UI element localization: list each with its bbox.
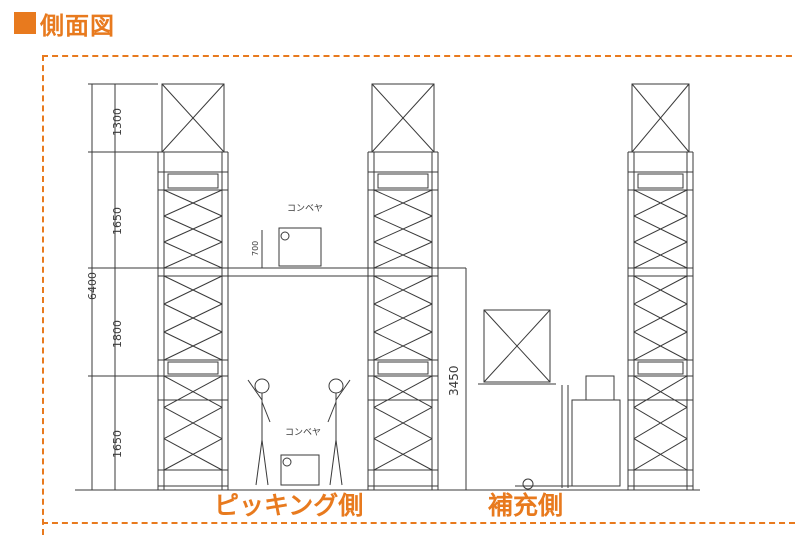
rack-2-brace-2-0b — [373, 375, 433, 408]
dim-seg-1: 1300 — [111, 108, 124, 136]
rack-2-pallet-1 — [377, 361, 429, 375]
forklift-body — [571, 399, 621, 487]
worker-right-arm-up — [335, 379, 351, 401]
worker-left-arm-up — [247, 379, 263, 401]
conveyor-label-lower: コンベヤ — [285, 428, 321, 438]
conveyor-label-upper: コンベヤ — [287, 204, 323, 214]
worker-left-leg-1 — [255, 439, 263, 486]
rack-1-pallet-0 — [167, 173, 219, 189]
rack-3-brace-2-2b — [633, 438, 688, 471]
rack-2-pallet-0 — [377, 173, 429, 189]
worker-left-leg-2 — [261, 439, 269, 486]
forklift-cabin — [585, 375, 615, 401]
rack-3-pallet-0 — [637, 173, 684, 189]
rack-3-brace-0-0b — [633, 189, 688, 217]
dim-total: 6400 — [86, 272, 99, 300]
upper-conveyor — [278, 227, 322, 267]
rack-3-brace-0-2b — [633, 241, 688, 269]
dim-seg-2: 1650 — [111, 207, 124, 235]
rack-3-brace-2-1b — [633, 406, 688, 440]
dim-clearance: 3450 — [447, 365, 461, 396]
worker-right-leg-1 — [329, 439, 337, 486]
dim-conveyor-height: 700 — [251, 241, 260, 256]
rack-1-brace-2-1b — [163, 406, 223, 440]
rack-1-brace-2-2b — [163, 438, 223, 471]
lower-conveyor-roller — [282, 457, 292, 467]
rack-1-brace-2-0b — [163, 375, 223, 408]
worker-right-leg-2 — [335, 439, 343, 486]
rack-1-top-pallet-x2 — [161, 83, 225, 153]
rack-2-top-pallet-x2 — [371, 83, 435, 153]
forklift-wheel — [522, 478, 534, 490]
rack-3-brace-1-1b — [633, 303, 688, 333]
picking-side-label: ピッキング側 — [214, 491, 364, 520]
page-heading: 側面図 — [0, 6, 115, 40]
worker-left-arm-down — [261, 401, 271, 423]
rack-2-brace-1-1b — [373, 303, 433, 333]
drawing-frame-bottom — [42, 522, 795, 524]
rack-1-brace-0-1b — [163, 215, 223, 243]
rack-3-brace-2-0b — [633, 375, 688, 408]
worker-right-arm-down — [327, 401, 337, 423]
rack-2-brace-0-2b — [373, 241, 433, 269]
rack-1-brace-1-1b — [163, 303, 223, 333]
rack-2-brace-2-1b — [373, 406, 433, 440]
rack-3-top-pallet-x2 — [631, 83, 690, 153]
rack-3-brace-0-1b — [633, 215, 688, 243]
rack-1-brace-1-0b — [163, 275, 223, 305]
worker-left-head — [254, 378, 270, 394]
worker-right-head — [328, 378, 344, 394]
rack-2-brace-0-0b — [373, 189, 433, 217]
rack-2-brace-1-2b — [373, 331, 433, 361]
forklift-pallet — [483, 309, 551, 383]
rack-1-brace-1-2b — [163, 331, 223, 361]
lower-conveyor — [280, 454, 320, 486]
forklift-pallet-x2 — [483, 309, 551, 383]
rack-1-pallet-1 — [167, 361, 219, 375]
drawing-frame — [42, 55, 795, 535]
dim-seg-3: 1800 — [111, 320, 124, 348]
rack-1-brace-0-0b — [163, 189, 223, 217]
rack-2-brace-2-2b — [373, 438, 433, 471]
rack-3-pallet-1 — [637, 361, 684, 375]
rack-3-brace-1-2b — [633, 331, 688, 361]
heading-square-icon — [14, 12, 36, 34]
rack-3-brace-1-0b — [633, 275, 688, 305]
upper-conveyor-roller — [280, 231, 290, 241]
replenish-side-label: 補充側 — [488, 491, 564, 520]
dim-seg-4: 1650 — [111, 430, 124, 458]
page-title: 側面図 — [40, 11, 115, 40]
rack-1-brace-0-2b — [163, 241, 223, 269]
rack-2-brace-1-0b — [373, 275, 433, 305]
rack-2-brace-0-1b — [373, 215, 433, 243]
